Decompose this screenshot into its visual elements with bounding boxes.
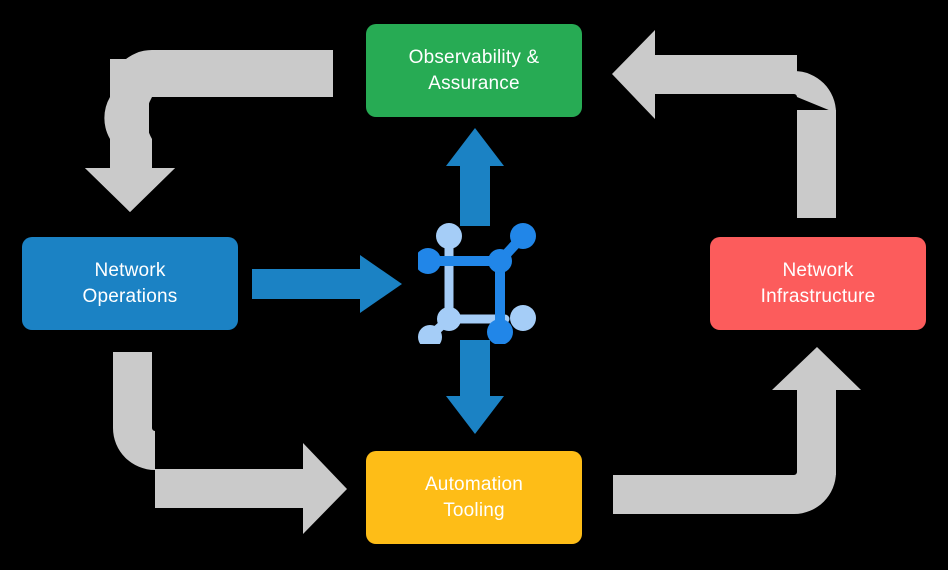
- node-observability-assurance-label: Observability & Assurance: [408, 46, 540, 94]
- node-network-operations[interactable]: Network Operations: [22, 237, 238, 330]
- network-topology-icon: [415, 222, 538, 349]
- connector-observability-to-operations-shape: [85, 50, 333, 212]
- topology-node-center: [488, 249, 512, 273]
- connector-center-to-observability: [446, 128, 504, 226]
- topology-node-left: [415, 248, 441, 274]
- connector-automation-to-infrastructure: [613, 347, 861, 514]
- connector-operations-to-center: [252, 255, 402, 313]
- node-automation-tooling[interactable]: Automation Tooling: [366, 451, 582, 544]
- connector-center-to-automation: [446, 340, 504, 434]
- connector-infrastructure-to-observability: [612, 30, 836, 218]
- node-automation-tooling-label: Automation Tooling: [424, 473, 524, 521]
- node-network-operations-label: Network Operations: [82, 259, 178, 307]
- topology-node-top-right: [510, 223, 536, 249]
- topology-node-bottom-left: [418, 325, 442, 349]
- node-network-infrastructure[interactable]: Network Infrastructure: [710, 237, 926, 330]
- topology-node-top-left: [436, 223, 462, 249]
- network-topology-icon-svg: [415, 223, 536, 349]
- connector-operations-to-automation: [113, 352, 347, 534]
- connector-observability-to-operations: [85, 59, 333, 212]
- topology-node-bottom: [487, 319, 513, 345]
- node-observability-assurance[interactable]: Observability & Assurance: [366, 24, 582, 117]
- topology-node-mid-left: [437, 307, 461, 331]
- topology-node-right: [510, 305, 536, 331]
- node-network-infrastructure-label: Network Infrastructure: [760, 259, 876, 307]
